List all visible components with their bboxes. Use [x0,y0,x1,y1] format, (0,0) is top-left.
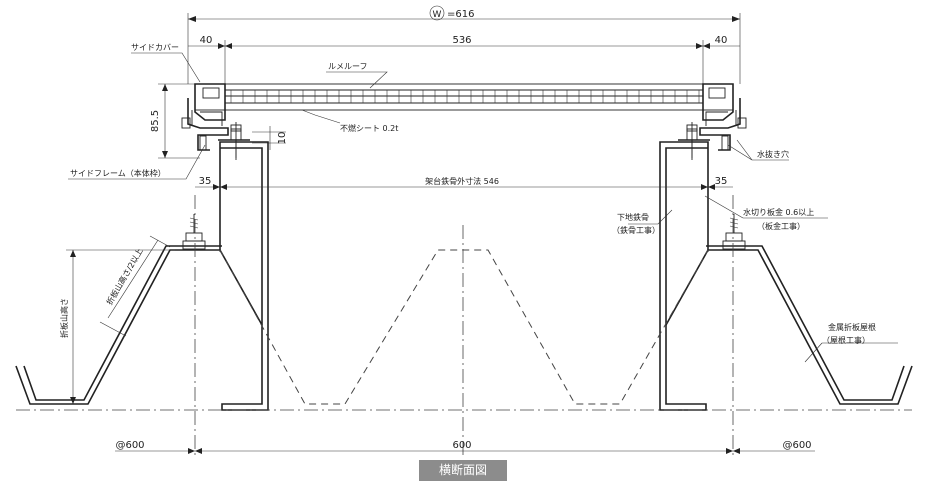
w-symbol-circle [429,5,445,21]
label-metal-roof: 金属折板屋根 [828,322,876,332]
roof-panel [194,83,734,121]
dimension-height: 85.5 [150,83,200,159]
label-side-cover: サイドカバー [131,43,179,52]
pitch-center: 600 [452,440,471,451]
bolt-top-left [230,122,242,160]
dim-offset-right-35: 35 [715,176,728,187]
dim-offset-left-35: 35 [199,176,212,187]
dimension-panel-segments: 40 536 40 [188,35,740,84]
bolt-top-right [686,122,698,160]
bolt-left [182,214,206,250]
pitch-right: @600 [782,440,811,451]
dim-frame-546: 架台鉄骨外寸法 546 [425,176,499,186]
bolt-right [722,214,746,250]
label-roof-panel: ルメルーフ [328,62,368,71]
dim-middle-536: 536 [452,35,471,46]
w-symbol-text: W [433,10,442,20]
pitch-left: @600 [115,440,144,451]
dimension-fold-height: 折板山高さ [59,249,175,404]
dim-left-40: 40 [200,35,213,46]
fold-height-label: 折板山高さ [59,298,69,338]
dimension-flange: 10 [252,126,288,150]
label-base-steel-note: （鉄骨工事） [612,225,660,235]
base-steel-left [219,141,269,411]
dimension-fold-half: 折板山高さ/2以上 [99,235,171,337]
right-side-frame [678,98,747,158]
total-width-value: =616 [447,9,474,20]
left-side-frame [181,98,250,158]
label-fireproof-sheet: 不燃シート 0.2t [340,123,398,133]
label-base-steel: 下地鉄骨 [617,212,649,222]
figure-caption: 横断面図 [419,460,507,481]
label-flashing-note: （板金工事） [757,221,805,231]
base-steel-right [659,141,709,411]
dimension-pitch: @600 600 @600 [115,440,815,454]
dim-flange-10: 10 [277,132,288,145]
label-flashing: 水切り板金 0.6以上 [743,207,814,217]
dimension-total-width: W =616 [187,5,741,84]
dimension-frame-outer: 35 架台鉄骨外寸法 546 35 [195,176,733,190]
label-side-frame: サイドフレーム（本体枠） [70,168,166,178]
dim-right-40: 40 [715,35,728,46]
folded-roof-dashed [219,249,709,405]
leader-lines [68,52,898,363]
dim-height-85-5: 85.5 [150,110,161,132]
label-drain-hole: 水抜き穴 [757,149,789,159]
centerlines [16,195,912,455]
label-metal-roof-note: （屋根工事） [822,335,870,345]
